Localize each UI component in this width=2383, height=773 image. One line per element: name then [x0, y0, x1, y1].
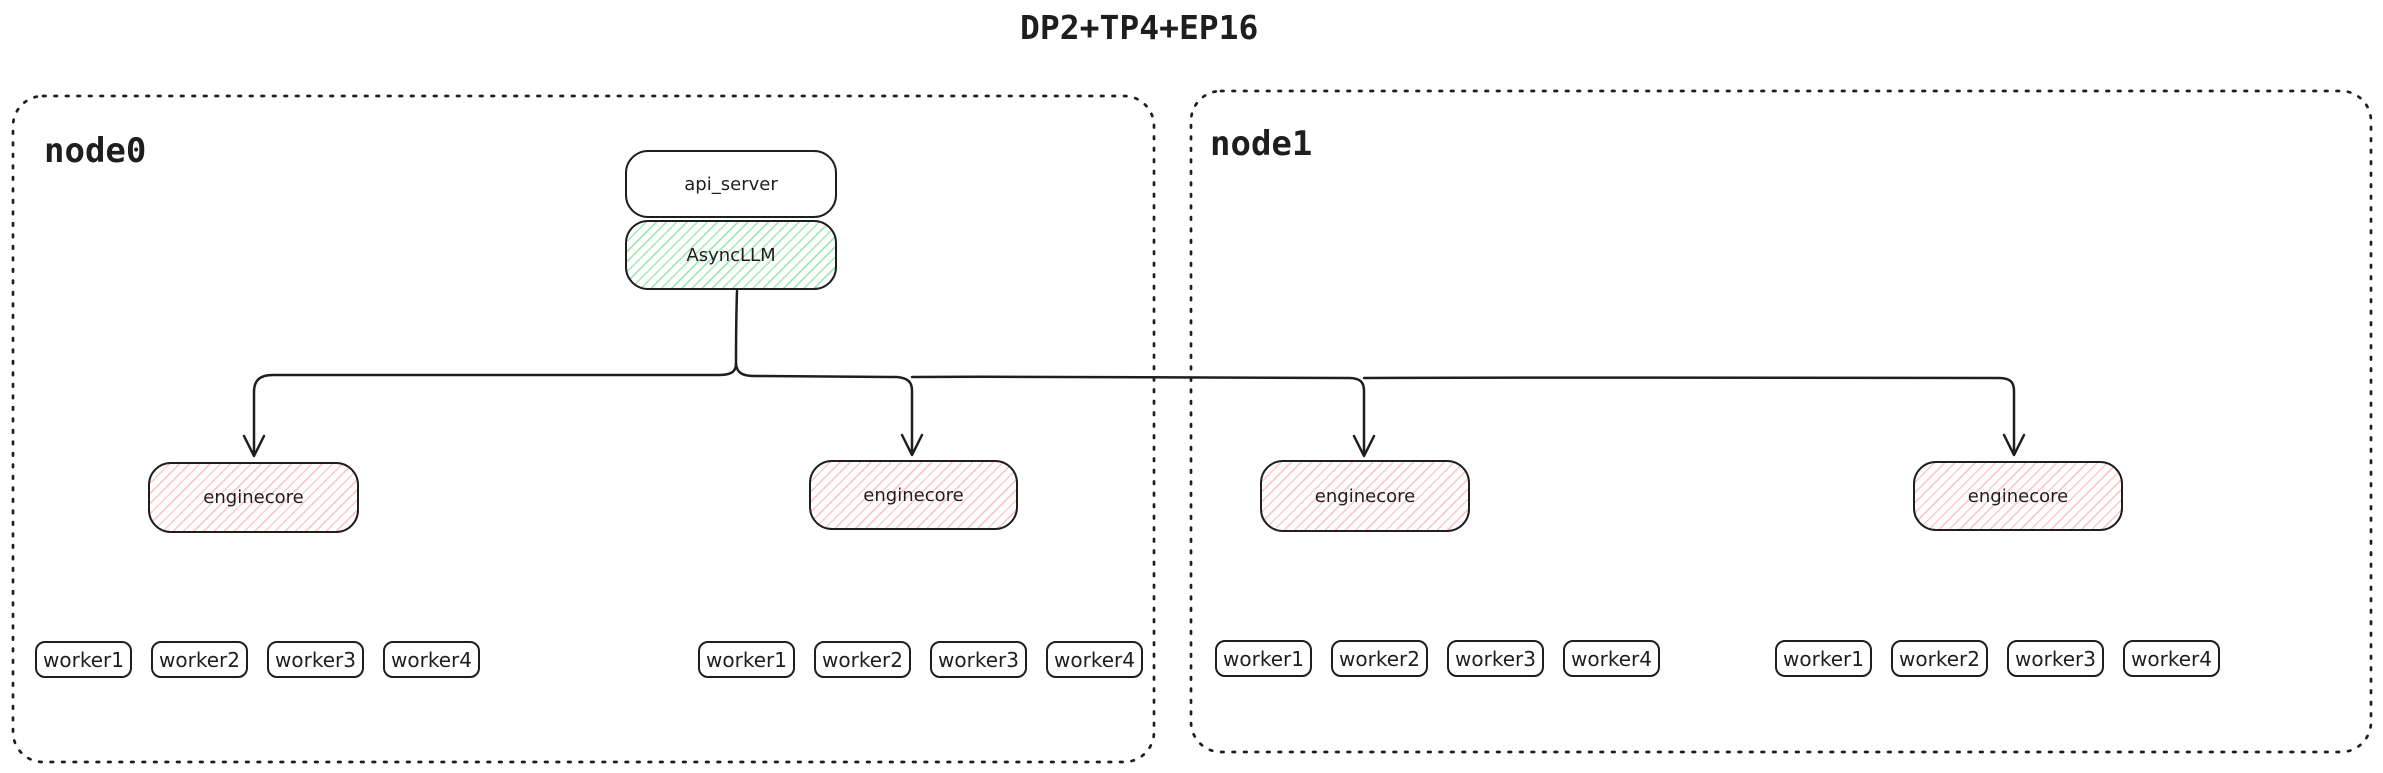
worker-box: worker3: [2007, 640, 2104, 677]
worker-label: worker2: [822, 647, 903, 672]
api-server-box: api_server: [625, 150, 837, 218]
worker-label: worker1: [1783, 646, 1864, 671]
worker-box: worker4: [1563, 640, 1660, 677]
enginecore-box-4: enginecore: [1913, 461, 2123, 531]
connector-branch-2: [734, 362, 914, 453]
worker-label: worker4: [1054, 647, 1135, 672]
enginecore-box-2: enginecore: [809, 460, 1018, 530]
worker-box: worker3: [267, 641, 364, 678]
worker-box: worker3: [1447, 640, 1544, 677]
connector-branch-3: [910, 375, 1366, 454]
worker-label: worker2: [1339, 646, 1420, 671]
enginecore-label: enginecore: [203, 487, 304, 508]
worker-box: worker2: [1331, 640, 1428, 677]
worker-label: worker4: [1571, 646, 1652, 671]
worker-label: worker3: [2015, 646, 2096, 671]
arrowhead-2: [900, 433, 924, 457]
worker-row-1: worker1 worker2 worker3 worker4: [35, 641, 480, 678]
enginecore-box-1: enginecore: [148, 462, 359, 533]
worker-box: worker2: [814, 641, 911, 678]
worker-box: worker1: [1775, 640, 1872, 677]
diagram-title: DP2+TP4+EP16: [1020, 8, 1259, 47]
worker-box: worker4: [2123, 640, 2220, 677]
asyncllm-label: AsyncLLM: [686, 244, 776, 266]
worker-label: worker4: [391, 647, 472, 672]
connector-branch-4: [1362, 376, 2016, 453]
worker-box: worker1: [698, 641, 795, 678]
arrowhead-1: [242, 434, 266, 458]
enginecore-label: enginecore: [1967, 485, 2069, 507]
worker-box: worker2: [151, 641, 248, 678]
worker-label: worker4: [2131, 646, 2212, 671]
node0-label: node0: [44, 131, 147, 171]
worker-label: worker3: [1455, 646, 1536, 671]
worker-label: worker1: [1223, 646, 1304, 671]
worker-row-3: worker1 worker2 worker3 worker4: [1215, 640, 1660, 677]
node0-border: [11, 94, 1156, 764]
worker-label: worker1: [43, 647, 124, 672]
worker-row-4: worker1 worker2 worker3 worker4: [1775, 640, 2220, 677]
arrowhead-4: [2002, 433, 2026, 457]
worker-box: worker1: [35, 641, 132, 678]
worker-box: worker1: [1215, 640, 1312, 677]
worker-label: worker3: [275, 647, 356, 672]
arrowhead-3: [1352, 434, 1376, 458]
connector-branch-1: [252, 362, 738, 454]
worker-label: worker3: [938, 647, 1019, 672]
connector-trunk: [734, 289, 739, 366]
worker-label: worker2: [1899, 646, 1980, 671]
worker-row-2: worker1 worker2 worker3 worker4: [698, 641, 1143, 678]
worker-box: worker2: [1891, 640, 1988, 677]
node1-label: node1: [1210, 124, 1313, 164]
enginecore-label: enginecore: [863, 484, 964, 506]
worker-box: worker4: [383, 641, 480, 678]
asyncllm-box: AsyncLLM: [625, 220, 837, 290]
enginecore-label: enginecore: [1314, 485, 1416, 507]
worker-box: worker4: [1046, 641, 1143, 678]
api-server-label: api_server: [684, 173, 778, 195]
worker-label: worker1: [706, 647, 787, 672]
worker-box: worker3: [930, 641, 1027, 678]
enginecore-box-3: enginecore: [1260, 460, 1470, 532]
worker-label: worker2: [159, 647, 240, 672]
